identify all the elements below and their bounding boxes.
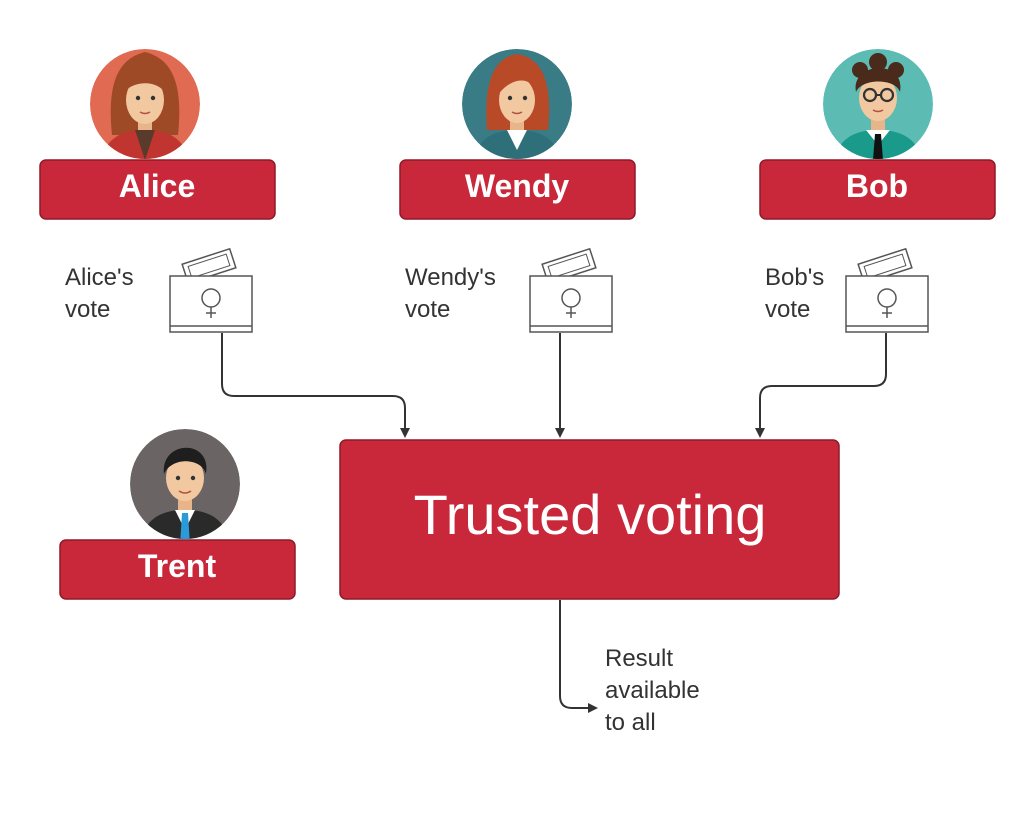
wendy-vote-label-line2: vote (405, 296, 450, 323)
bob-vote-label-line2: vote (765, 296, 810, 323)
ballot-box-icon (529, 247, 613, 333)
trent-avatar-icon (130, 429, 240, 539)
wendy-name: Wendy (465, 168, 570, 204)
alice-to-trusted-arrow (221, 333, 410, 438)
result-label-line1: Result (605, 645, 673, 672)
bob-to-trusted-arrow (755, 333, 887, 438)
ballot-box-icon (169, 247, 253, 333)
trusted-voting-label: Trusted voting (414, 483, 767, 546)
trusted-to-result-arrow (559, 600, 598, 713)
alice-vote-label-line1: Alice's (65, 264, 134, 291)
ballot-box-icon (845, 247, 929, 333)
alice-label-box: Alice (39, 159, 276, 220)
bob-label-box: Bob (759, 159, 996, 220)
bob-vote-label-line1: Bob's (765, 264, 824, 291)
trusted-voting-box: Trusted voting (339, 439, 840, 600)
trent-label-box: Trent (59, 539, 296, 600)
wendy-vote-label-line1: Wendy's (405, 264, 496, 291)
alice-name: Alice (119, 168, 195, 204)
wendy-label-box: Wendy (399, 159, 636, 220)
alice-vote-label-line2: vote (65, 296, 110, 323)
wendy-avatar-icon (462, 49, 572, 159)
bob-avatar-icon (823, 49, 933, 159)
result-label-line2: available (605, 677, 700, 704)
result-label-line3: to all (605, 709, 656, 736)
alice-avatar-icon (90, 49, 200, 159)
trent-name: Trent (138, 548, 217, 584)
bob-name: Bob (846, 168, 908, 204)
